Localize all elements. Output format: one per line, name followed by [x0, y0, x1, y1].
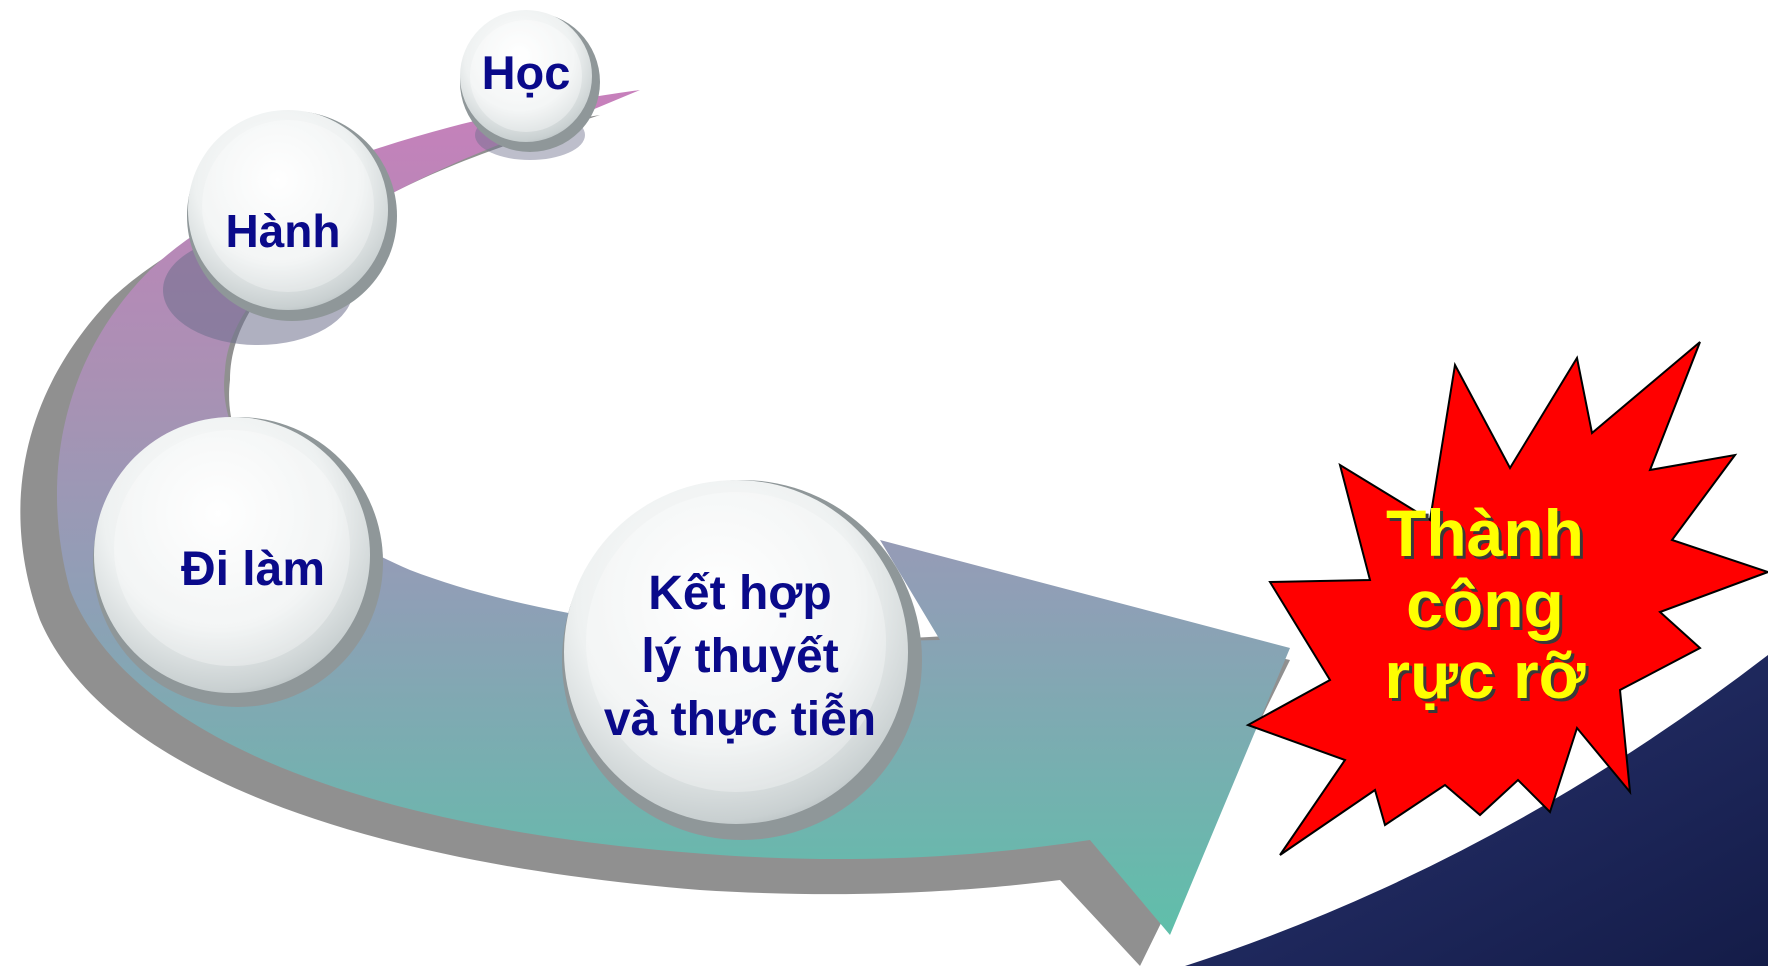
success-line-2: công — [1406, 567, 1564, 641]
curved-arrow — [56, 90, 1290, 935]
ket-hop-line-3: và thực tiễn — [603, 693, 877, 746]
step-ball-hanh — [187, 110, 397, 321]
corner-decoration — [1150, 640, 1768, 966]
step-label-hanh: Hành — [225, 205, 341, 257]
ket-hop-line-1: Kết hợp — [648, 567, 832, 620]
step-ball-hoc — [460, 10, 600, 152]
ket-hop-line-2: lý thuyết — [641, 630, 839, 683]
step-label-di-lam: Đi làm — [180, 543, 326, 596]
step-label-hoc: Học — [481, 46, 571, 99]
success-line-1: Thành — [1386, 496, 1584, 570]
success-line-3: rực rỡ — [1384, 638, 1586, 712]
step-ball-ket-hop — [562, 480, 922, 840]
success-starburst — [1245, 341, 1768, 856]
step-ball-di-lam — [93, 417, 383, 707]
step-label-ket-hop: Kết hợp lý thuyết và thực tiễn — [575, 570, 905, 744]
success-text: Thành công rực rỡ — [1350, 500, 1620, 708]
